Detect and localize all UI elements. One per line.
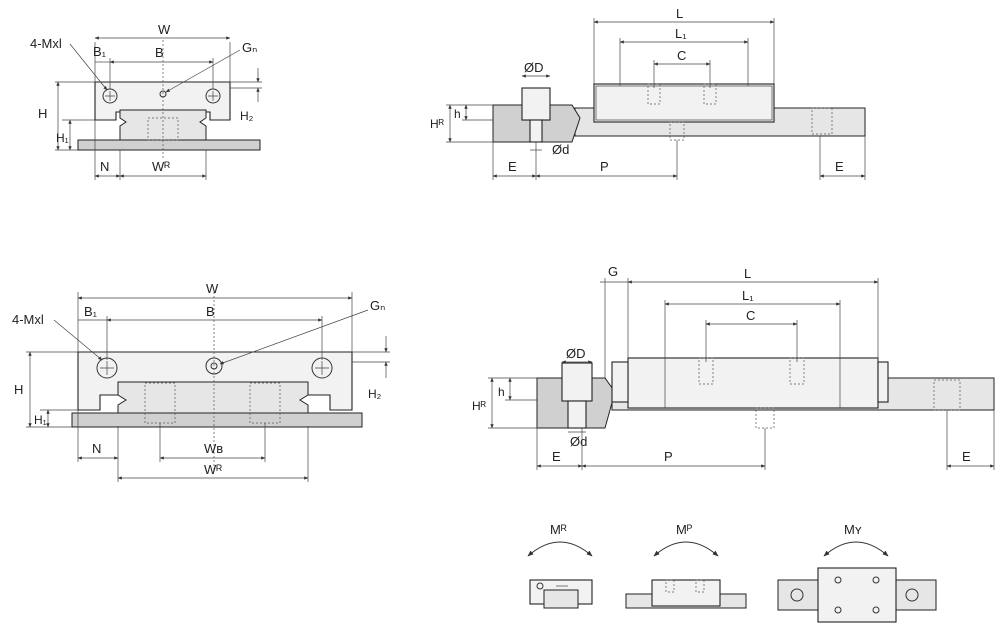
- label-L: L: [744, 266, 751, 281]
- label-WR: Wᴿ: [204, 462, 222, 477]
- label-W: W: [206, 281, 219, 296]
- label-E-left: E: [552, 449, 561, 464]
- label-W: W: [158, 22, 171, 37]
- label-WB: Wʙ: [204, 441, 223, 456]
- label-H1: H₁: [56, 131, 69, 145]
- label-L: L: [676, 6, 683, 21]
- label-gn: Gₙ: [370, 298, 385, 313]
- label-MP: Mᴾ: [676, 522, 693, 537]
- label-C: C: [746, 308, 755, 323]
- label-H: H: [38, 106, 47, 121]
- moment-roll-diagram: Mᴿ: [527, 522, 593, 609]
- label-B1: B₁: [84, 304, 98, 319]
- label-Od: Ød: [552, 142, 569, 157]
- label-C: C: [677, 48, 686, 63]
- label-4-mxl: 4-Mxl: [12, 312, 44, 327]
- top-side-view: L L₁ C ØD Ød Hᴿ h E P E: [430, 6, 866, 180]
- label-E-left: E: [508, 159, 517, 174]
- label-MR: Mᴿ: [550, 522, 567, 537]
- label-OD: ØD: [566, 346, 586, 361]
- bottom-front-view: W B B₁ 4-Mxl Gₙ H H₁ H₂: [12, 281, 390, 482]
- label-B: B: [155, 45, 164, 60]
- label-E-right: E: [835, 159, 844, 174]
- label-G: G: [608, 264, 618, 279]
- label-MY: Mʏ: [844, 522, 862, 537]
- label-h: h: [498, 385, 505, 399]
- label-OD: ØD: [524, 60, 544, 75]
- label-H1: H₁: [34, 413, 47, 427]
- label-P: P: [664, 449, 673, 464]
- label-L1: L₁: [675, 26, 687, 41]
- label-4-mxl: 4-Mxl: [30, 36, 62, 51]
- label-HR: Hᴿ: [430, 117, 445, 131]
- label-h: h: [454, 107, 461, 121]
- label-N: N: [92, 441, 101, 456]
- label-E-right: E: [962, 449, 971, 464]
- bottom-side-view: G L L₁ C ØD Ød Hᴿ h: [472, 264, 995, 470]
- label-gn: Gₙ: [242, 40, 257, 55]
- label-H: H: [14, 382, 23, 397]
- label-Od: Ød: [570, 434, 587, 449]
- label-HR: Hᴿ: [472, 399, 487, 413]
- top-front-view: W B B₁ 4-Mxl Gₙ H H₁ H₂ N: [30, 22, 262, 180]
- label-WR: Wᴿ: [152, 159, 170, 174]
- moment-yaw-diagram: Mʏ: [777, 522, 937, 623]
- label-P: P: [600, 159, 609, 174]
- label-H2: H₂: [240, 109, 254, 123]
- label-N: N: [100, 159, 109, 174]
- label-B1: B₁: [93, 44, 107, 59]
- label-H2: H₂: [368, 387, 382, 401]
- label-L1: L₁: [742, 288, 754, 303]
- label-B: B: [206, 304, 215, 319]
- moment-pitch-diagram: Mᴾ: [625, 522, 747, 609]
